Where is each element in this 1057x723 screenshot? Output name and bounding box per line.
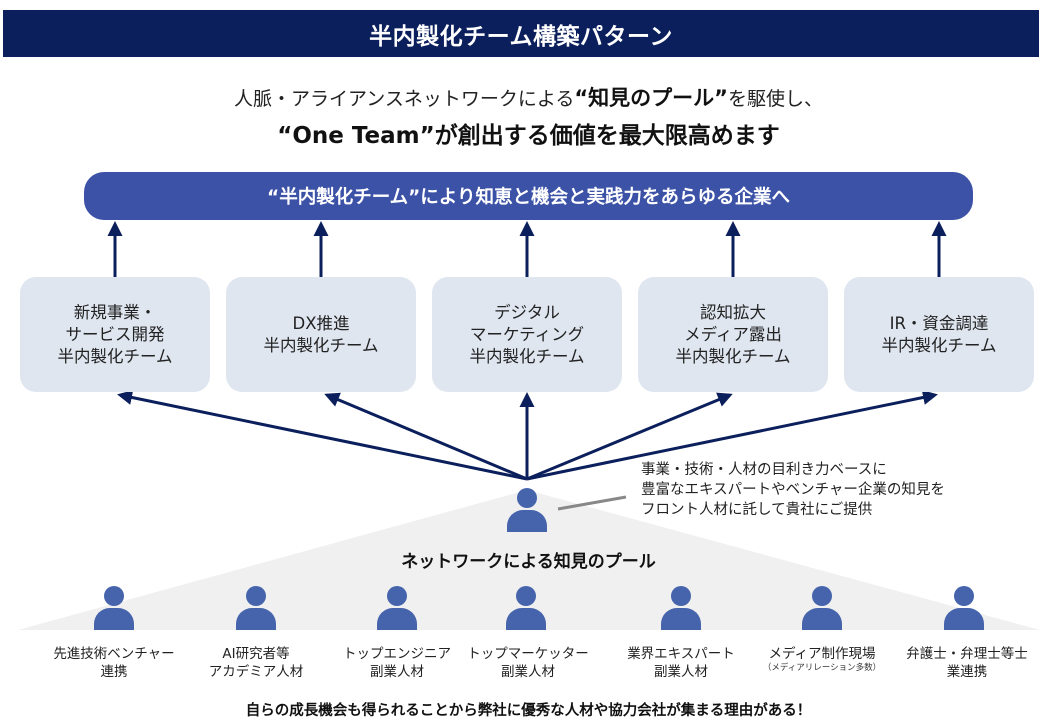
- member-label-legal: 弁護士・弁理士等士 業連携: [892, 645, 1042, 681]
- banner-text: “半内製化チーム”により知恵と機会と実践力をあらゆる企業へ: [267, 187, 790, 208]
- team-box-line: IR・資金調達: [889, 313, 989, 333]
- subtitle-emphasis: “知見のプール”: [574, 86, 728, 110]
- team-box-line: DX推進: [292, 313, 350, 333]
- member-line: トップエンジニア: [343, 646, 451, 662]
- team-box-line: デジタル: [494, 302, 560, 322]
- team-box-line: 新規事業・: [73, 302, 157, 322]
- description-line: フロント人材に託して貴社にご提供: [641, 502, 873, 518]
- member-label-expert: 業界エキスパート 副業人材: [611, 645, 751, 681]
- member-line: 連携: [100, 664, 128, 680]
- fan-arrows: [117, 390, 938, 481]
- team-box-awareness: 認知拡大 メディア露出 半内製化チーム: [638, 277, 828, 392]
- person-icon: [377, 586, 417, 630]
- team-box-dx: DX推進 半内製化チーム: [226, 277, 416, 392]
- front-person-icon: [507, 488, 547, 532]
- member-line: 弁護士・弁理士等士: [906, 646, 1028, 662]
- callout-line: [557, 495, 627, 511]
- header-bar: 半内製化チーム構築パターン: [3, 10, 1039, 57]
- pool-triangle: [18, 490, 1040, 630]
- member-line: 業界エキスパート: [627, 646, 735, 662]
- person-icon: [506, 586, 546, 630]
- pool-title: ネットワークによる知見のプール: [401, 552, 656, 572]
- team-box-line: 半内製化チーム: [57, 346, 173, 366]
- subtitle-line-1: 人脈・アライアンスネットワークによる“知見のプール”を駆使し、: [0, 82, 1057, 112]
- fan-arrow-2: [324, 392, 528, 481]
- up-arrows: [107, 221, 947, 277]
- subtitle-suffix: を駆使し、: [727, 88, 823, 110]
- person-icon: [944, 586, 984, 630]
- member-line: 先進技術ベンチャー: [53, 646, 175, 662]
- member-line: 副業人材: [654, 664, 708, 680]
- member-line: メディア制作現場: [768, 646, 876, 662]
- member-note: （メディアリレーション多数）: [762, 663, 882, 673]
- member-label-marketer: トップマーケッター 副業人材: [458, 645, 598, 681]
- team-box-new-business: 新規事業・ サービス開発 半内製化チーム: [20, 277, 210, 392]
- description-line: 事業・技術・人材の目利き力ベースに: [641, 462, 887, 478]
- subtitle-line-2: “One Team”が創出する価値を最大限高めます: [277, 123, 780, 149]
- value-banner: “半内製化チーム”により知恵と機会と実践力をあらゆる企業へ: [84, 172, 973, 220]
- fan-arrow-1: [117, 390, 528, 481]
- member-line: 業連携: [946, 664, 988, 680]
- front-person-description: 事業・技術・人材の目利き力ベースに 豊富なエキスパートやベンチャー企業の知見を …: [641, 460, 945, 520]
- person-icon: [661, 586, 701, 630]
- person-icon: [236, 586, 276, 630]
- member-line: AI研究者等: [222, 646, 290, 662]
- fan-arrow-4: [526, 392, 733, 481]
- page-title: 半内製化チーム構築パターン: [369, 23, 673, 50]
- fan-arrow-5: [526, 390, 938, 481]
- team-box-line: 半内製化チーム: [469, 346, 585, 366]
- member-line: アカデミア人材: [208, 664, 304, 680]
- team-box-digital-marketing: デジタル マーケティング 半内製化チーム: [432, 277, 622, 392]
- team-box-line: 認知拡大: [700, 302, 766, 322]
- team-box-line: 半内製化チーム: [881, 335, 997, 355]
- member-label-venture: 先進技術ベンチャー 連携: [44, 645, 184, 681]
- member-line: 副業人材: [501, 664, 555, 680]
- subtitle-prefix: 人脈・アライアンスネットワークによる: [234, 88, 575, 110]
- description-line: 豊富なエキスパートやベンチャー企業の知見を: [641, 482, 945, 498]
- person-icon: [94, 586, 134, 630]
- person-icon: [802, 586, 842, 630]
- member-label-academia: AI研究者等 アカデミア人材: [186, 645, 326, 681]
- member-label-media: メディア制作現場 （メディアリレーション多数）: [752, 645, 892, 674]
- team-box-line: 半内製化チーム: [263, 335, 379, 355]
- member-line: トップマーケッター: [467, 646, 589, 662]
- team-box-line: マーケティング: [469, 324, 585, 344]
- team-box-line: 半内製化チーム: [675, 346, 791, 366]
- footer-message: 自らの成長機会も得られることから弊社に優秀な人材や協力会社が集まる理由がある！: [245, 703, 812, 719]
- member-line: 副業人材: [370, 664, 424, 680]
- team-box-ir: IR・資金調達 半内製化チーム: [844, 277, 1034, 392]
- team-box-line: メディア露出: [684, 324, 782, 344]
- member-label-engineer: トップエンジニア 副業人材: [327, 645, 467, 681]
- team-box-line: サービス開発: [65, 324, 165, 344]
